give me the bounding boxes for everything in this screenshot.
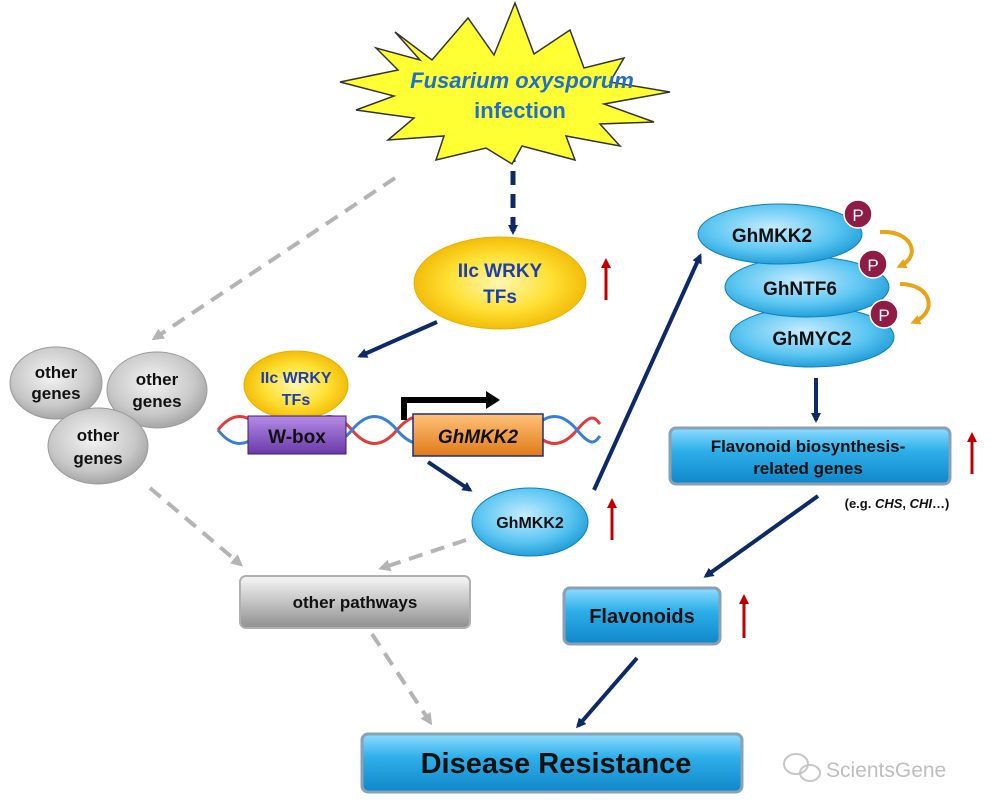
other-genes-node-3: other genes	[47, 407, 149, 485]
other-genes-node-2: other genes	[106, 351, 208, 429]
flavonoids-to-resistance-arrow	[576, 656, 639, 729]
phosphorylation-transfer-arrow-1	[879, 229, 914, 269]
other-genes-2-line1: other	[136, 370, 179, 389]
transcription-start-arrowhead	[486, 391, 500, 409]
wbox-label: W-box	[268, 427, 326, 448]
phospho-badge-1: P	[843, 199, 873, 229]
pathways-to-resistance-arrow	[370, 632, 433, 726]
other-genes-3-line2: genes	[73, 449, 122, 468]
infection-pathogen-label: Fusarium oxysporum	[410, 68, 634, 93]
chat-bubble-icon	[783, 753, 821, 782]
phosphorylation-transfer-arrow-2	[899, 282, 931, 325]
wrky-tfs-label-2: TFs	[483, 287, 517, 308]
wrky-tfs-node: IIc WRKY TFs	[413, 236, 587, 330]
infection-to-other-genes-arrow	[151, 176, 397, 341]
flavonoid-genes-to-flavonoids-arrow	[703, 494, 820, 578]
other-pathways-box: other pathways	[239, 575, 471, 629]
complex-mkk2-node: GhMKK2	[697, 203, 863, 265]
flavonoids-label: Flavonoids	[589, 606, 695, 628]
wrky-tfs-label-1: IIc WRKY	[458, 261, 543, 282]
other-genes-1-line1: other	[35, 363, 78, 382]
other-genes-1-line2: genes	[31, 384, 80, 403]
wrky-bound-node: IIc WRKY TFs	[243, 350, 349, 420]
flavonoid-genes-box: Flavonoid biosynthesis- related genes	[668, 426, 952, 486]
phospho-badge-2: P	[858, 249, 888, 279]
transcription-start-arrow	[401, 397, 488, 420]
mkk2-to-pathways-arrow	[378, 538, 467, 572]
wrky-bound-label-1: IIc WRKY	[260, 370, 331, 387]
wrky-bound-label-2: TFs	[282, 392, 311, 409]
gene-label: GhMKK2	[438, 427, 519, 448]
watermark-label: ScientsGene	[826, 759, 946, 782]
flavonoid-genes-label-1: Flavonoid biosynthesis-	[711, 437, 906, 456]
infection-starburst: Fusarium oxysporum infection	[339, 0, 671, 166]
complex-ntf6-label: GhNTF6	[763, 279, 837, 300]
phospho-badge-2-label: P	[867, 256, 878, 275]
gene-to-protein-arrow	[426, 460, 473, 492]
disease-resistance-box: Disease Resistance	[360, 732, 744, 794]
phospho-badge-3: P	[869, 299, 899, 329]
complex-myc2-node: GhMYC2	[729, 306, 895, 368]
wbox-element: W-box	[247, 415, 347, 455]
infection-label: infection	[474, 98, 566, 123]
other-genes-2-line2: genes	[132, 392, 181, 411]
flavonoids-box: Flavonoids	[562, 586, 722, 646]
example-genes-note: (e.g. CHS, CHI…)	[845, 496, 950, 511]
ghmkk2-protein-label: GhMKK2	[496, 515, 564, 532]
phospho-badge-1-label: P	[852, 206, 863, 225]
other-pathways-label: other pathways	[293, 593, 418, 612]
complex-ntf6-node: GhNTF6	[724, 256, 890, 318]
disease-resistance-label: Disease Resistance	[421, 748, 692, 780]
other-genes-to-pathways-arrow	[148, 486, 244, 567]
other-genes-3-line1: other	[77, 426, 120, 445]
phospho-badge-3-label: P	[878, 306, 889, 325]
complex-myc2-label: GhMYC2	[772, 329, 851, 350]
flavonoid-genes-label-2: related genes	[753, 459, 863, 478]
complex-mkk2-label: GhMKK2	[732, 226, 812, 247]
watermark: ScientsGene	[783, 753, 946, 782]
mkk2-to-complex-arrow	[592, 253, 702, 491]
ghmkk2-protein-node: GhMKK2	[471, 487, 589, 557]
wrky-to-wbox-arrow	[357, 320, 438, 358]
gene-element: GhMKK2	[412, 413, 544, 457]
other-genes-node-1: other genes	[9, 346, 103, 420]
